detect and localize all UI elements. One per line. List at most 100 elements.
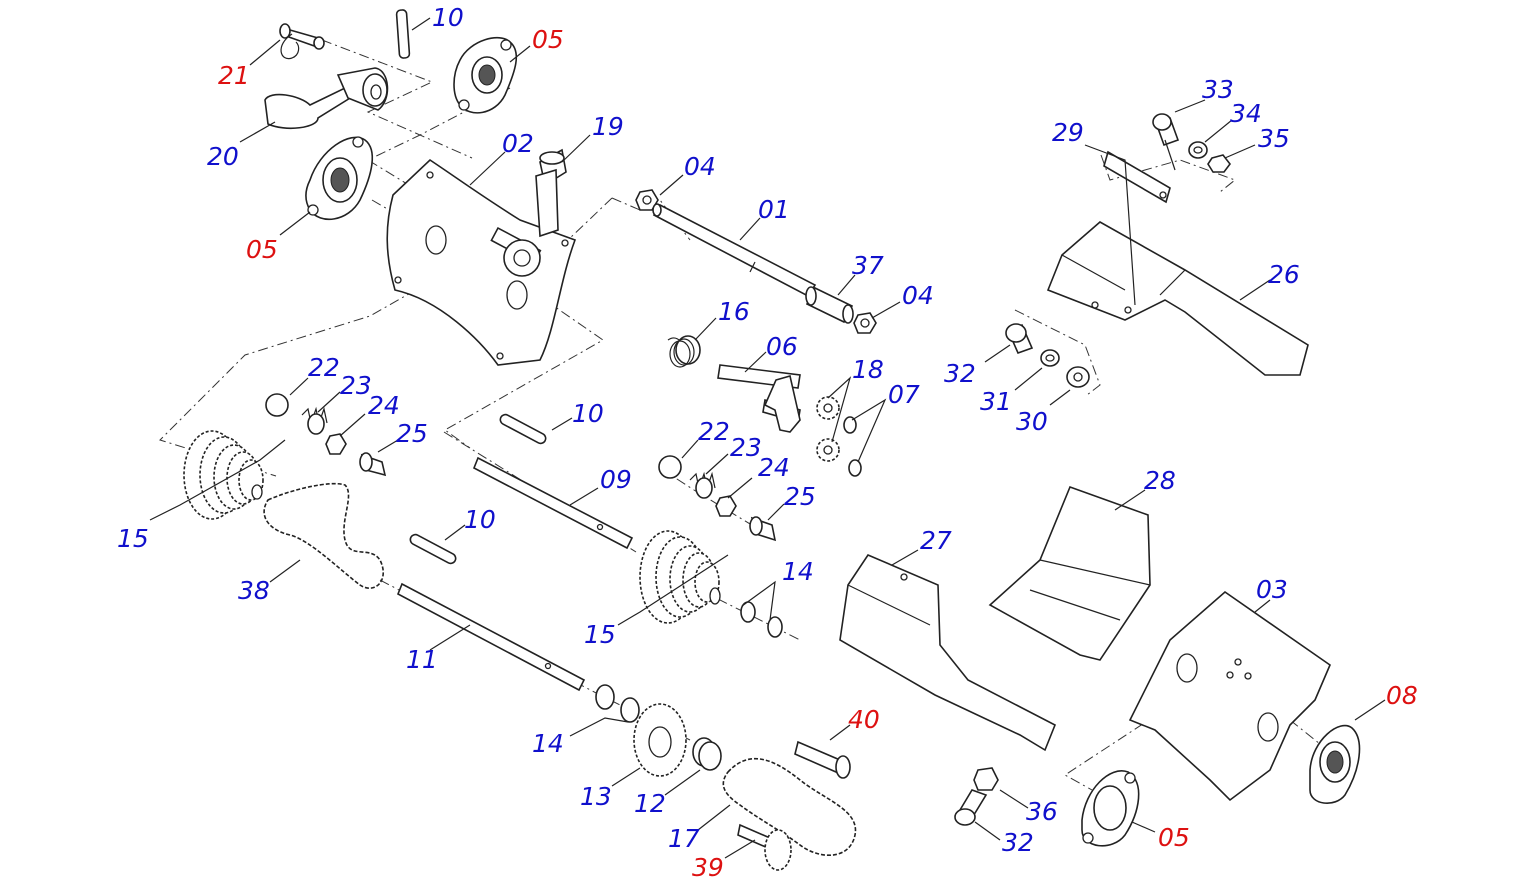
part-24-nut-left xyxy=(325,433,347,455)
callout-30: 30 xyxy=(1016,407,1048,436)
part-16-torsion-spring xyxy=(667,335,701,368)
callout-05-lower: 05 xyxy=(1158,823,1190,852)
callout-21: 21 xyxy=(218,61,250,90)
callout-38: 38 xyxy=(238,576,270,605)
part-32-bolt-lower xyxy=(954,789,988,826)
callout-22-left: 22 xyxy=(308,353,340,382)
part-34-washer xyxy=(1188,141,1208,159)
part-21-pin xyxy=(279,23,325,60)
callout-24-left: 24 xyxy=(368,391,400,420)
callout-24-right: 24 xyxy=(758,453,790,482)
callout-33: 33 xyxy=(1202,75,1234,104)
part-10-pin-top xyxy=(395,9,411,59)
callout-10-middle: 10 xyxy=(572,399,604,428)
callout-32-upper: 32 xyxy=(944,359,976,388)
part-08-flange-bearing xyxy=(1309,724,1361,804)
part-01-shaft xyxy=(652,203,817,298)
callout-32-lower: 32 xyxy=(1002,828,1034,857)
part-32-bolt-upper xyxy=(1005,323,1034,355)
callout-07: 07 xyxy=(888,380,920,409)
callout-40: 40 xyxy=(848,705,880,734)
callout-14-right: 14 xyxy=(782,557,814,586)
part-10-pin-lower xyxy=(409,533,457,565)
part-37-spacer xyxy=(805,286,854,324)
callout-39: 39 xyxy=(692,853,724,882)
callout-18: 18 xyxy=(852,355,884,384)
part-28-tray xyxy=(988,485,1151,661)
part-05-flange-bearing-left xyxy=(305,136,374,221)
callout-02: 02 xyxy=(502,129,534,158)
callout-28: 28 xyxy=(1144,466,1176,495)
callout-05-left: 05 xyxy=(246,235,278,264)
part-09-bar xyxy=(472,456,634,550)
callout-19: 19 xyxy=(592,112,624,141)
part-20-lever-handle xyxy=(264,67,389,130)
callout-13: 13 xyxy=(580,782,612,811)
part-25-screw-right xyxy=(749,516,777,542)
callout-09: 09 xyxy=(600,465,632,494)
callout-10-lower: 10 xyxy=(464,505,496,534)
callout-31: 31 xyxy=(980,387,1012,416)
callout-11: 11 xyxy=(406,645,438,674)
part-17-chain xyxy=(722,757,857,857)
part-11-bar xyxy=(396,582,586,692)
callout-17: 17 xyxy=(668,824,700,853)
part-27-guard xyxy=(839,554,1057,752)
part-26-guard-cover xyxy=(1046,221,1309,376)
callout-06: 06 xyxy=(766,332,798,361)
part-05-flange-bearing-top xyxy=(453,36,518,114)
callout-04-top: 04 xyxy=(684,152,716,181)
part-24-nut-right xyxy=(715,495,737,517)
callout-22-right: 22 xyxy=(698,417,730,446)
part-22-ball-right xyxy=(658,455,682,479)
callout-36: 36 xyxy=(1026,797,1058,826)
callout-25-right: 25 xyxy=(784,482,816,511)
part-06-idler-shaft xyxy=(717,364,801,433)
part-31-lock-washer xyxy=(1040,349,1060,367)
part-23-spring-left xyxy=(301,406,328,435)
callout-35: 35 xyxy=(1258,124,1290,153)
part-36-nut-lower xyxy=(973,767,999,791)
part-04-nut-right xyxy=(853,312,877,334)
callout-15-right: 15 xyxy=(584,620,616,649)
part-12-hub xyxy=(692,737,722,771)
part-10-pin-middle xyxy=(499,413,547,445)
callout-15-left: 15 xyxy=(117,524,149,553)
callout-23-left: 23 xyxy=(340,371,372,400)
callout-27: 27 xyxy=(920,526,952,555)
callout-03: 03 xyxy=(1256,575,1288,604)
part-30-washer xyxy=(1066,366,1090,388)
part-02-side-plate xyxy=(386,158,577,366)
part-04-nut-top xyxy=(635,189,659,211)
part-14-spacers-right xyxy=(740,601,783,638)
part-22-ball-left xyxy=(265,393,289,417)
callout-25-left: 25 xyxy=(396,419,428,448)
part-15-sprocket-cassette-right xyxy=(639,530,721,624)
callout-12: 12 xyxy=(634,789,666,818)
callout-34: 34 xyxy=(1230,99,1262,128)
part-33-bolt xyxy=(1152,113,1180,147)
part-25-screw-left xyxy=(359,452,387,477)
part-29-block xyxy=(1103,150,1171,204)
part-07-snap-rings xyxy=(843,416,862,477)
callout-10-top: 10 xyxy=(432,3,464,32)
callout-23-right: 23 xyxy=(730,433,762,462)
part-03-side-plate-right xyxy=(1128,590,1331,802)
part-15-sprocket-cassette-left xyxy=(183,430,264,520)
callout-26: 26 xyxy=(1268,260,1300,289)
callout-08: 08 xyxy=(1386,681,1418,710)
callout-29: 29 xyxy=(1052,118,1084,147)
part-19-bush xyxy=(535,148,567,238)
callout-04-right: 04 xyxy=(902,281,934,310)
part-39-sprocket-shaft xyxy=(737,823,792,871)
part-18-small-sprockets xyxy=(816,396,840,462)
leader-lines xyxy=(149,17,1386,859)
part-23-spring-right xyxy=(689,471,716,499)
part-40-stub-shaft xyxy=(794,740,851,779)
part-05-flange-bearing-lower xyxy=(1081,770,1140,847)
part-14-spacers-lower xyxy=(595,684,640,723)
part-13-sprocket xyxy=(633,703,687,777)
callout-01: 01 xyxy=(758,195,790,224)
callout-20: 20 xyxy=(207,142,239,171)
